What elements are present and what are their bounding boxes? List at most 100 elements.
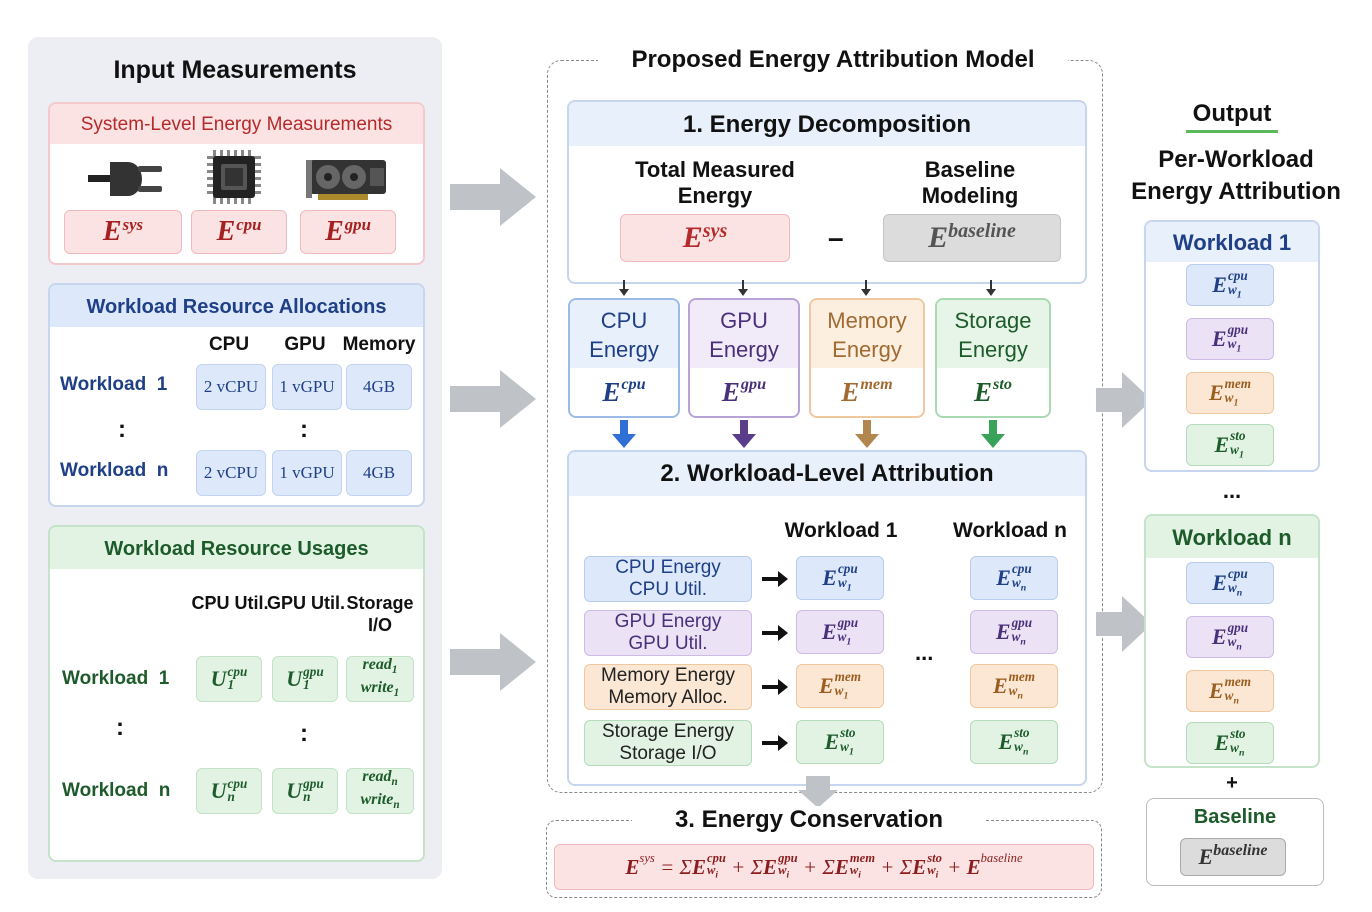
power-plug-icon (88, 162, 162, 196)
usage-col-header: GPU Util. (266, 593, 345, 613)
usage-ellipsis: : (116, 714, 124, 741)
usages-header (50, 527, 423, 569)
allocations-title: Workload Resource Allocations (86, 296, 387, 318)
usage-row-label: Workload 1 (62, 668, 170, 689)
system-energy-header (50, 104, 423, 144)
attribution-col-workload-1: Workload 1 (784, 519, 898, 542)
output-dots: ... (1222, 478, 1242, 503)
arrow-to-conservation (798, 776, 838, 808)
output-workload-n-title: Workload n (1172, 525, 1292, 550)
component-cpu-header (570, 300, 678, 368)
component-mem-label: Memory Energy (827, 308, 907, 362)
alloc-ellipsis: : (300, 416, 308, 443)
output-workload-1-header (1146, 222, 1318, 262)
output-workload-1-title: Workload 1 (1172, 230, 1292, 255)
total-measured-label: Total Measured Energy (635, 157, 795, 208)
output-title: Output (1192, 100, 1272, 127)
alloc-cell: 2 vCPU (196, 364, 266, 410)
usage-col-header: Storage I/O (346, 593, 414, 635)
allocations-header (50, 285, 423, 327)
alloc-cell: 2 vCPU (196, 450, 266, 496)
usage-col-header: CPU Util. (191, 593, 269, 613)
alloc-col-cpu: CPU (208, 334, 250, 355)
component-mem-header (811, 300, 923, 368)
decomposition-arrow (618, 280, 630, 296)
attribution-col-workload-n: Workload n (953, 519, 1067, 542)
alloc-row-label: Workload n (60, 460, 169, 481)
arrow-model-to-output-n (1096, 596, 1152, 652)
usage-ellipsis: : (300, 720, 308, 747)
component-gpu-arrow (732, 420, 756, 448)
alloc-col-memory: Memory (342, 334, 416, 355)
alloc-row-label: Workload 1 (60, 374, 168, 395)
decomposition-header (569, 102, 1085, 146)
attribution-ellipsis: ... (915, 640, 934, 665)
component-sto-label: Storage Energy (954, 308, 1032, 362)
decomposition-title: 1. Energy Decomposition (682, 111, 972, 138)
usages-title: Workload Resource Usages (104, 538, 369, 560)
decomposition-arrow (737, 280, 749, 296)
arrow-model-to-output-1 (1096, 372, 1152, 428)
component-sto-header (937, 300, 1049, 368)
output-subtitle: Per-Workload Energy Attribution (1131, 146, 1341, 205)
arrow-usage-to-model (450, 633, 536, 691)
attribution-row-arrow (762, 624, 788, 642)
conservation-title: 3. Energy Conservation (632, 806, 986, 834)
component-mem-arrow (855, 420, 879, 448)
alloc-cell: 1 vGPU (272, 450, 342, 496)
decomposition-arrow (860, 280, 872, 296)
output-title-underline (1186, 130, 1278, 133)
alloc-ellipsis: : (118, 416, 126, 443)
gpu-card-icon (306, 160, 386, 200)
component-cpu-arrow (612, 420, 636, 448)
component-sto-arrow (981, 420, 1005, 448)
component-cpu-label: CPU Energy (589, 308, 659, 362)
attribution-row-arrow (762, 678, 788, 696)
output-workload-n-header (1146, 516, 1318, 558)
usage-row-label: Workload n (62, 780, 171, 801)
arrow-system-to-model (450, 168, 536, 226)
baseline-modeling-label: Baseline Modeling (921, 157, 1019, 208)
attribution-row-arrow (762, 570, 788, 588)
alloc-cell: 4GB (346, 450, 412, 496)
output-baseline-title: Baseline (1193, 806, 1277, 828)
alloc-cell: 4GB (346, 364, 412, 410)
attribution-row-arrow (762, 734, 788, 752)
input-title: Input Measurements (113, 56, 357, 84)
cpu-chip-icon (207, 150, 261, 204)
